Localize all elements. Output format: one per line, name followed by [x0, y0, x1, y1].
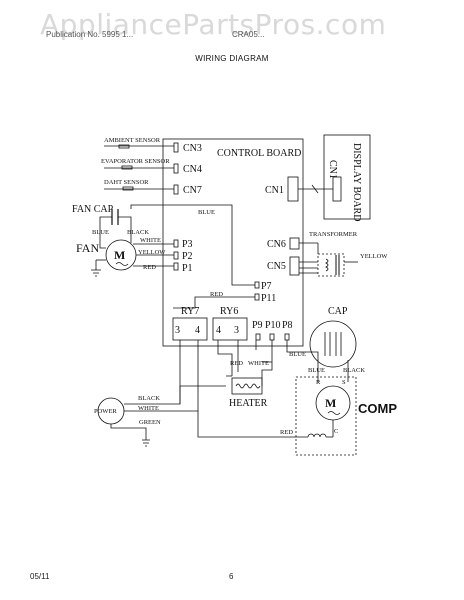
- relay-ry6: [212, 317, 248, 341]
- ambient-sensor-label: AMBIENT SENSOR: [104, 137, 161, 144]
- transformer-label: TRANSFORMER: [309, 231, 358, 238]
- cn7-label: CN7: [183, 185, 202, 196]
- daht-sensor-label: DAHT SENSOR: [104, 179, 149, 186]
- cn6-label: CN6: [267, 239, 286, 250]
- control-board: [162, 138, 304, 347]
- cn1-display-label: CN1: [327, 160, 338, 179]
- ry7-pin3: 3: [175, 325, 180, 336]
- fan-ground-icon: [91, 260, 101, 277]
- blue-cap-label: BLUE: [289, 351, 306, 358]
- comp-label: COMP: [358, 401, 397, 416]
- header-publication: Publication No. 5995 1...: [46, 30, 134, 39]
- cn4-label: CN4: [183, 164, 202, 175]
- p1-label: P1: [182, 263, 193, 274]
- r-terminal: R: [316, 379, 321, 386]
- ry7-pin4: 4: [195, 325, 200, 336]
- black-comp-label: BLACK: [343, 367, 365, 374]
- heater-label: HEATER: [229, 398, 268, 409]
- control-board-label: CONTROL BOARD: [217, 148, 301, 159]
- p10-label: P10: [265, 320, 281, 331]
- watermark: AppliancePartsPros.com: [40, 8, 387, 41]
- c-terminal: C: [334, 428, 338, 435]
- p8-label: P8: [282, 320, 293, 331]
- black-fan-wire-label: BLACK: [127, 229, 149, 236]
- page-title: WIRING DIAGRAM: [195, 54, 269, 63]
- ry6-pin3: 3: [234, 325, 239, 336]
- s-terminal: S: [342, 379, 346, 386]
- p2-label: P2: [182, 251, 193, 262]
- white-power-label: WHITE: [138, 405, 159, 412]
- green-power-label: GREEN: [139, 419, 161, 426]
- display-board-label: DISPLAY BOARD: [351, 143, 362, 221]
- red-bottom-label: RED: [280, 429, 293, 436]
- p7-label: P7: [261, 281, 272, 292]
- red-fan-wire-label: RED: [143, 264, 156, 271]
- footer-page: 6: [229, 572, 234, 581]
- cn3-label: CN3: [183, 143, 202, 154]
- evaporator-sensor-label: EVAPORATOR SENSOR: [101, 158, 170, 165]
- black-power-label: BLACK: [138, 395, 160, 402]
- header-model: CRA05...: [232, 30, 265, 39]
- yellow-fan-wire-label: YELLOW: [138, 249, 166, 256]
- ry6-pin4: 4: [216, 325, 221, 336]
- p9-label: P9: [252, 320, 263, 331]
- cn5-label: CN5: [267, 261, 286, 272]
- blue-wire-top-label: BLUE: [198, 209, 215, 216]
- ground-icon: [142, 439, 150, 447]
- compressor-m: M: [325, 396, 336, 410]
- fan-label: FAN: [76, 241, 99, 255]
- display-board: [323, 134, 371, 220]
- footer-date: 05/11: [30, 572, 50, 581]
- p3-label: P3: [182, 239, 193, 250]
- blue-comp-label: BLUE: [308, 367, 325, 374]
- capacitor: [309, 320, 357, 368]
- relay-ry7: [172, 317, 208, 341]
- ry6-label: RY6: [220, 306, 238, 317]
- yellow-transformer-label: YELLOW: [360, 253, 388, 260]
- fan-motor-m: M: [114, 248, 125, 262]
- power-label: POWER: [94, 408, 117, 415]
- red-p11-label: RED: [210, 291, 223, 298]
- blue-fan-wire-label: BLUE: [92, 229, 109, 236]
- fan-cap-label: FAN CAP: [72, 204, 114, 215]
- overload-protector: [307, 433, 327, 438]
- cn1-board-label: CN1: [265, 185, 284, 196]
- ry7-label: RY7: [181, 306, 199, 317]
- compressor-box: [295, 376, 357, 456]
- p11-label: P11: [261, 293, 276, 304]
- heater: [231, 377, 263, 395]
- red-heater-label: RED: [230, 360, 243, 367]
- white-fan-wire-label: WHITE: [140, 237, 161, 244]
- cap-label: CAP: [328, 306, 348, 317]
- white-heater-label: WHITE: [248, 360, 269, 367]
